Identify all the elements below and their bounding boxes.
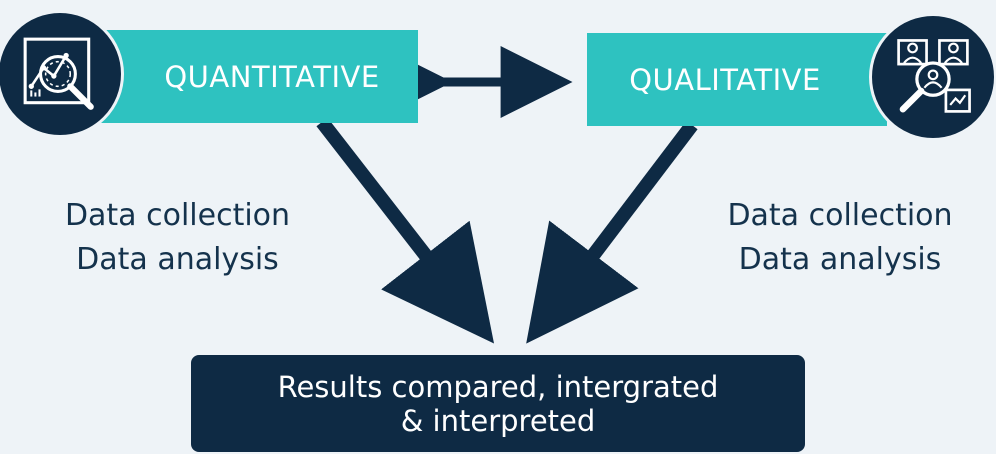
quantitative-steps: Data collection Data analysis bbox=[40, 194, 315, 282]
qualitative-banner: QUALITATIVE bbox=[587, 33, 887, 126]
results-line-2: & interpreted bbox=[400, 403, 596, 438]
qualitative-step-analysis: Data analysis bbox=[738, 242, 942, 277]
quantitative-banner: QUANTITATIVE bbox=[100, 30, 418, 123]
results-line-1: Results compared, intergrated bbox=[277, 369, 719, 404]
qualitative-to-results-arrow bbox=[526, 120, 698, 344]
quantitative-title: QUANTITATIVE bbox=[164, 59, 380, 94]
quantitative-step-collection: Data collection bbox=[64, 198, 291, 233]
quantitative-badge bbox=[0, 10, 124, 138]
magnifier-chart-icon bbox=[23, 37, 94, 110]
qualitative-badge bbox=[869, 13, 996, 141]
qualitative-steps: Data collection Data analysis bbox=[706, 194, 974, 282]
qualitative-step-collection: Data collection bbox=[727, 198, 953, 233]
qualitative-title: QUALITATIVE bbox=[629, 62, 821, 97]
results-box: Results compared, intergrated & interpre… bbox=[191, 355, 805, 452]
quantitative-to-results-arrow bbox=[316, 117, 495, 344]
quantitative-step-analysis: Data analysis bbox=[76, 242, 279, 277]
people-magnifier-icon bbox=[897, 39, 971, 113]
